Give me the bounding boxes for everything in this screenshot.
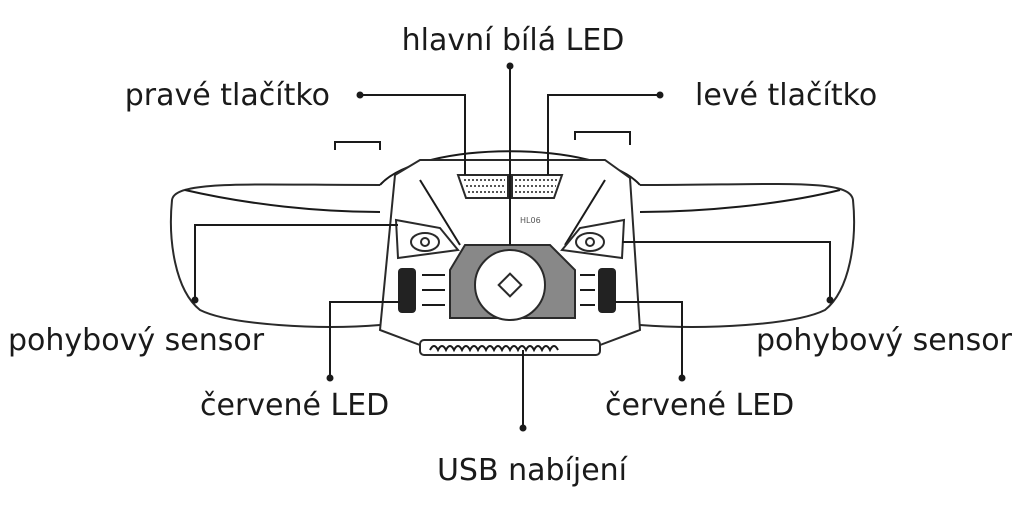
label-red-led-left: červené LED [200,388,389,423]
label-left-button: levé tlačítko [695,78,877,113]
usb-port-cover [419,339,601,356]
red-led-left-shape [398,268,416,313]
headlamp-body: HL06 [378,159,642,356]
red-led-right-shape [598,268,616,313]
label-motion-sensor-left: pohybový sensor [8,323,265,358]
label-motion-sensor-right: pohybový sensor [756,323,1013,358]
label-main-white-led: hlavní bílá LED [402,23,625,58]
label-red-led-right: červené LED [605,388,794,423]
model-label: HL06 [520,216,541,225]
label-usb-charging: USB nabíjení [437,453,629,488]
leader-lines [191,62,834,432]
label-right-button: pravé tlačítko [125,78,330,113]
headband [169,131,856,328]
